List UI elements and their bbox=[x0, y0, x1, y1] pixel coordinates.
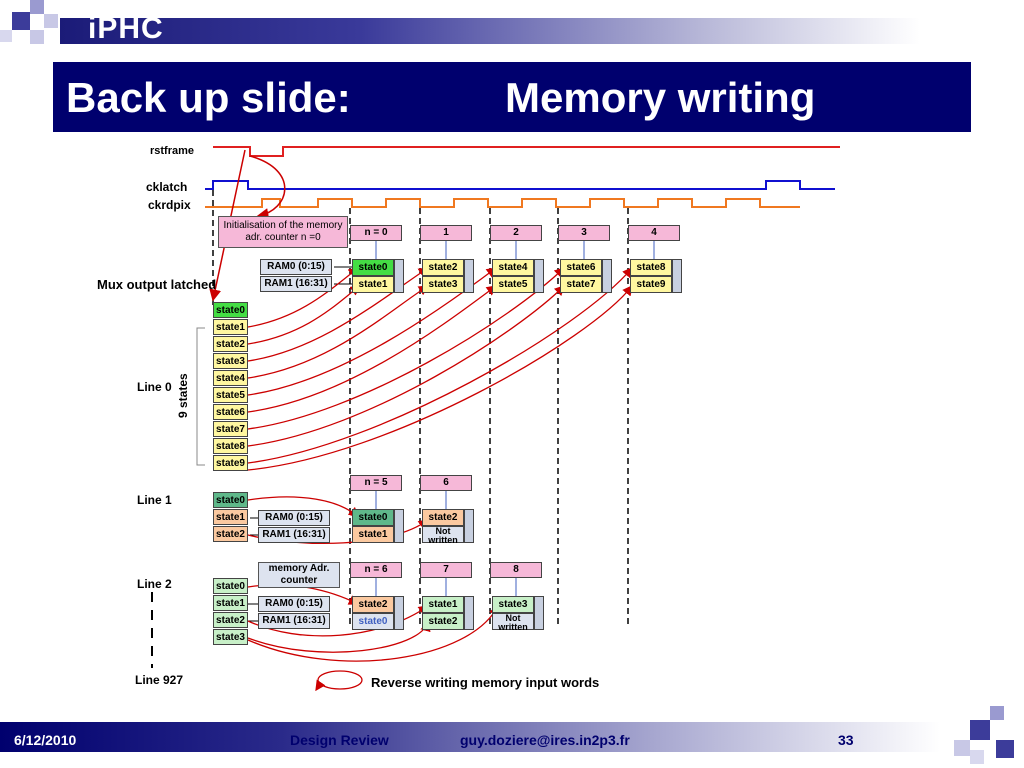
cell-top: state2 bbox=[422, 509, 464, 526]
cell-top: state2 bbox=[422, 259, 464, 276]
footer-review: Design Review bbox=[290, 732, 389, 748]
ram0-label: RAM0 (0:15) bbox=[258, 596, 330, 612]
page-number: 33 bbox=[838, 732, 854, 748]
ram0-label: RAM0 (0:15) bbox=[260, 259, 332, 275]
cell-bottom: Not written bbox=[492, 613, 534, 632]
line1-state: state2 bbox=[213, 526, 248, 542]
cell-top: state4 bbox=[492, 259, 534, 276]
line0-state: state6 bbox=[213, 404, 248, 420]
cklatch-label: cklatch bbox=[146, 180, 188, 194]
cklatch-signal bbox=[205, 180, 835, 190]
memory-cell: state4 state5 bbox=[492, 259, 544, 293]
cell-top: state8 bbox=[630, 259, 672, 276]
line0-state: state0 bbox=[213, 302, 248, 318]
cell-top: state1 bbox=[422, 596, 464, 613]
counter-3: 3 bbox=[558, 225, 610, 241]
cell-top: state0 bbox=[352, 509, 394, 526]
line2-state: state0 bbox=[213, 578, 248, 594]
slide-title-left: Back up slide: bbox=[66, 74, 351, 121]
header-bar bbox=[60, 18, 920, 44]
memory-counter-box: memory Adr. counter bbox=[258, 562, 340, 588]
line927-label: Line 927 bbox=[135, 673, 184, 687]
cell-bottom: state2 bbox=[422, 613, 464, 630]
line0-state: state4 bbox=[213, 370, 248, 386]
line0-state: state7 bbox=[213, 421, 248, 437]
nine-states-label: 9 states bbox=[176, 373, 190, 418]
rstframe-signal bbox=[213, 146, 840, 157]
rstframe-label: rstframe bbox=[150, 145, 195, 157]
memory-cell: state6 state7 bbox=[560, 259, 612, 293]
line0-state: state3 bbox=[213, 353, 248, 369]
line2-label: Line 2 bbox=[137, 577, 172, 591]
memory-cell: state2 state3 bbox=[422, 259, 474, 293]
cell-bottom: state9 bbox=[630, 276, 672, 293]
line2-state: state1 bbox=[213, 595, 248, 611]
ram1-label: RAM1 (16:31) bbox=[258, 527, 330, 543]
cell-bottom: Not written bbox=[422, 526, 464, 545]
cell-bottom: state7 bbox=[560, 276, 602, 293]
counter-4: 4 bbox=[628, 225, 680, 241]
footer-email: guy.doziere@ires.in2p3.fr bbox=[460, 732, 630, 748]
line0-state: state8 bbox=[213, 438, 248, 454]
cell-top: state3 bbox=[492, 596, 534, 613]
counter-n6: n = 6 bbox=[350, 562, 402, 578]
corner-decoration bbox=[0, 0, 60, 60]
cell-top: state2 bbox=[352, 596, 394, 613]
line0-state: state1 bbox=[213, 319, 248, 335]
cell-bottom: state0 bbox=[352, 613, 394, 630]
line1-state: state0 bbox=[213, 492, 248, 508]
title-bar bbox=[53, 62, 971, 132]
cell-bottom: state1 bbox=[352, 276, 394, 293]
memory-cell: state0 state1 bbox=[352, 259, 404, 293]
line1-label: Line 1 bbox=[137, 493, 172, 507]
counter-n0: n = 0 bbox=[350, 225, 402, 241]
slide-title-right: Memory writing bbox=[505, 74, 816, 121]
legend-text: Reverse writing memory input words bbox=[371, 675, 600, 690]
counter-n5: n = 5 bbox=[350, 475, 402, 491]
footer-date: 6/12/2010 bbox=[14, 732, 77, 748]
counter-6: 6 bbox=[420, 475, 472, 491]
ram0-label: RAM0 (0:15) bbox=[258, 510, 330, 526]
memory-cell: state2 state0 bbox=[352, 596, 404, 630]
ram1-label: RAM1 (16:31) bbox=[258, 613, 330, 629]
init-box: Initialisation of the memory adr. counte… bbox=[218, 216, 348, 248]
ram1-label: RAM1 (16:31) bbox=[260, 276, 332, 292]
ckrdpix-signal bbox=[205, 198, 800, 208]
memory-cell: state8 state9 bbox=[630, 259, 682, 293]
cell-bottom: state3 bbox=[422, 276, 464, 293]
mux-output-label: Mux output latched bbox=[97, 277, 217, 292]
line0-state: state9 bbox=[213, 455, 248, 471]
line2-state: state3 bbox=[213, 629, 248, 645]
cell-bottom: state1 bbox=[352, 526, 394, 543]
cell-top: state6 bbox=[560, 259, 602, 276]
line1-state: state1 bbox=[213, 509, 248, 525]
memory-cell: state3 Not written bbox=[492, 596, 544, 632]
line0-label: Line 0 bbox=[137, 380, 172, 394]
memory-cell: state1 state2 bbox=[422, 596, 474, 630]
memory-cell: state0 state1 bbox=[352, 509, 404, 543]
counter-8: 8 bbox=[490, 562, 542, 578]
corner-decoration-bottom bbox=[940, 700, 1024, 768]
line0-state: state5 bbox=[213, 387, 248, 403]
logo: iPHC bbox=[88, 12, 164, 45]
counter-1: 1 bbox=[420, 225, 472, 241]
counter-7: 7 bbox=[420, 562, 472, 578]
footer-bar bbox=[0, 722, 940, 752]
ckrdpix-label: ckrdpix bbox=[148, 198, 191, 212]
counter-2: 2 bbox=[490, 225, 542, 241]
line2-state: state2 bbox=[213, 612, 248, 628]
cell-top: state0 bbox=[352, 259, 394, 276]
memory-cell: state2 Not written bbox=[422, 509, 474, 545]
line0-state: state2 bbox=[213, 336, 248, 352]
cell-bottom: state5 bbox=[492, 276, 534, 293]
